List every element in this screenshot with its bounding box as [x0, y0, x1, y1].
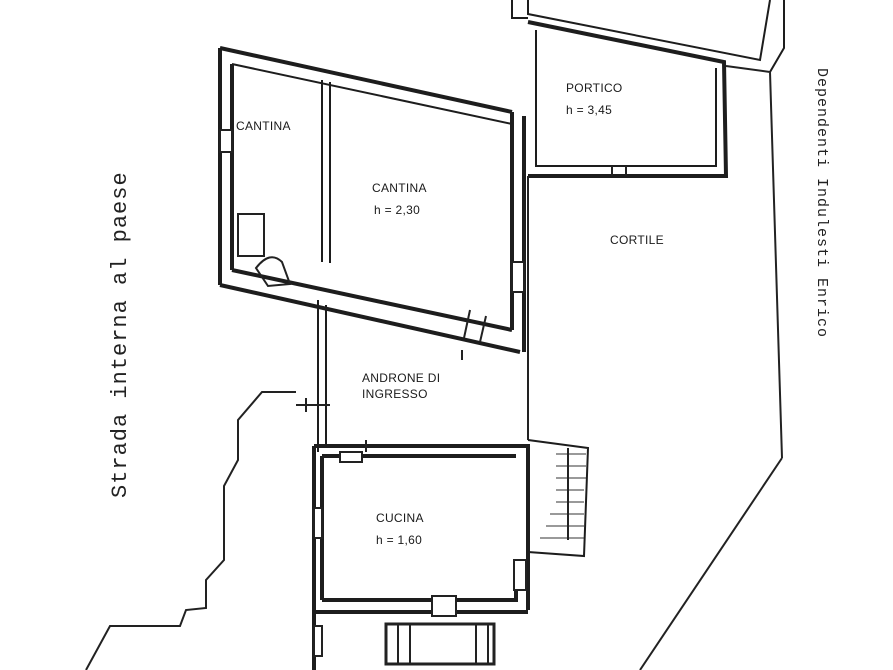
androne-walls — [296, 300, 487, 452]
androne-sub-label: INGRESSO — [362, 387, 428, 401]
androne-label: ANDRONE DI — [362, 371, 440, 385]
room-labels: CANTINA CANTINA h = 2,30 PORTICO h = 3,4… — [236, 81, 664, 547]
cucina-label: CUCINA — [376, 511, 424, 525]
cantina-main-label: CANTINA — [372, 181, 427, 195]
cantina-main-height: h = 2,30 — [374, 203, 420, 217]
cantina-fixtures — [219, 129, 527, 657]
cucina-height: h = 1,60 — [376, 533, 422, 547]
cortile-boundary — [527, 65, 783, 670]
cantina-small-label: CANTINA — [236, 119, 291, 133]
main-walls — [218, 46, 526, 354]
cucina-walls — [312, 440, 530, 670]
cortile-label: CORTILE — [610, 233, 664, 247]
staircase — [527, 439, 590, 558]
portico-height: h = 3,45 — [566, 103, 612, 117]
portico-label: PORTICO — [566, 81, 623, 95]
portico-walls — [527, 20, 729, 178]
street-label: Strada interna al paese — [108, 171, 133, 498]
neighbor-label: Dependenti Indulesti Enrico — [813, 68, 830, 338]
street-boundary — [85, 391, 296, 670]
top-building — [511, 0, 785, 73]
